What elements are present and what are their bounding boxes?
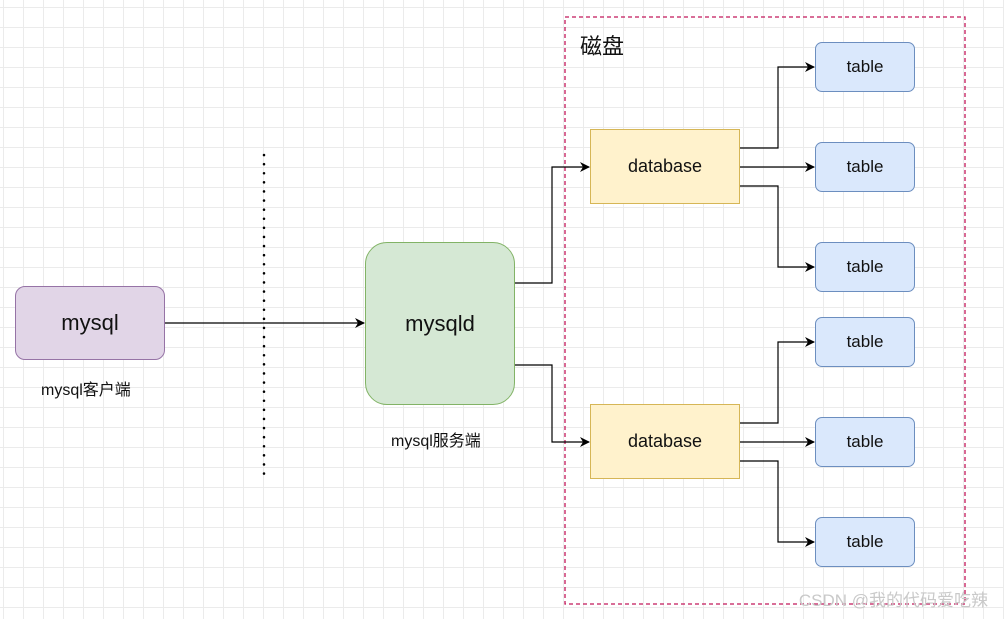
- mysql-client-node[interactable]: mysql: [15, 286, 165, 360]
- mysql-client-caption: mysql客户端: [41, 382, 131, 399]
- mysql-client-label: mysql: [61, 310, 119, 335]
- table-node-2-3[interactable]: table: [815, 517, 915, 567]
- edge-database-1-to-table-3: [740, 185, 815, 272]
- table-node-2-2[interactable]: table: [815, 417, 915, 467]
- watermark: CSDN @我的代码爱吃辣: [798, 591, 988, 610]
- mysqld-server-label: mysqld: [405, 310, 475, 336]
- disk-boundary: [564, 16, 966, 605]
- table-node-2-1[interactable]: table: [815, 317, 915, 367]
- disk-label: 磁盘: [580, 34, 625, 59]
- edge-database-1-to-table-1: [740, 62, 815, 149]
- table-label: table: [846, 332, 884, 351]
- table-label: table: [846, 432, 884, 451]
- table-label: table: [846, 157, 884, 176]
- mysql-server-caption: mysql服务端: [391, 433, 481, 450]
- edge-server-to-database-2: [515, 364, 590, 447]
- edge-server-to-database-1: [515, 162, 590, 284]
- database-node-2[interactable]: database: [590, 404, 740, 479]
- database-label: database: [627, 431, 703, 451]
- database-node-1[interactable]: database: [590, 129, 740, 204]
- table-label: table: [846, 57, 884, 76]
- mysqld-server-node[interactable]: mysqld: [365, 242, 515, 405]
- table-node-1-3[interactable]: table: [815, 242, 915, 292]
- edge-database-2-to-table-1: [740, 337, 815, 424]
- table-node-1-1[interactable]: table: [815, 42, 915, 92]
- edge-database-2-to-table-3: [740, 460, 815, 547]
- table-label: table: [846, 257, 884, 276]
- database-label: database: [627, 156, 703, 176]
- table-node-1-2[interactable]: table: [815, 142, 915, 192]
- table-label: table: [846, 532, 884, 551]
